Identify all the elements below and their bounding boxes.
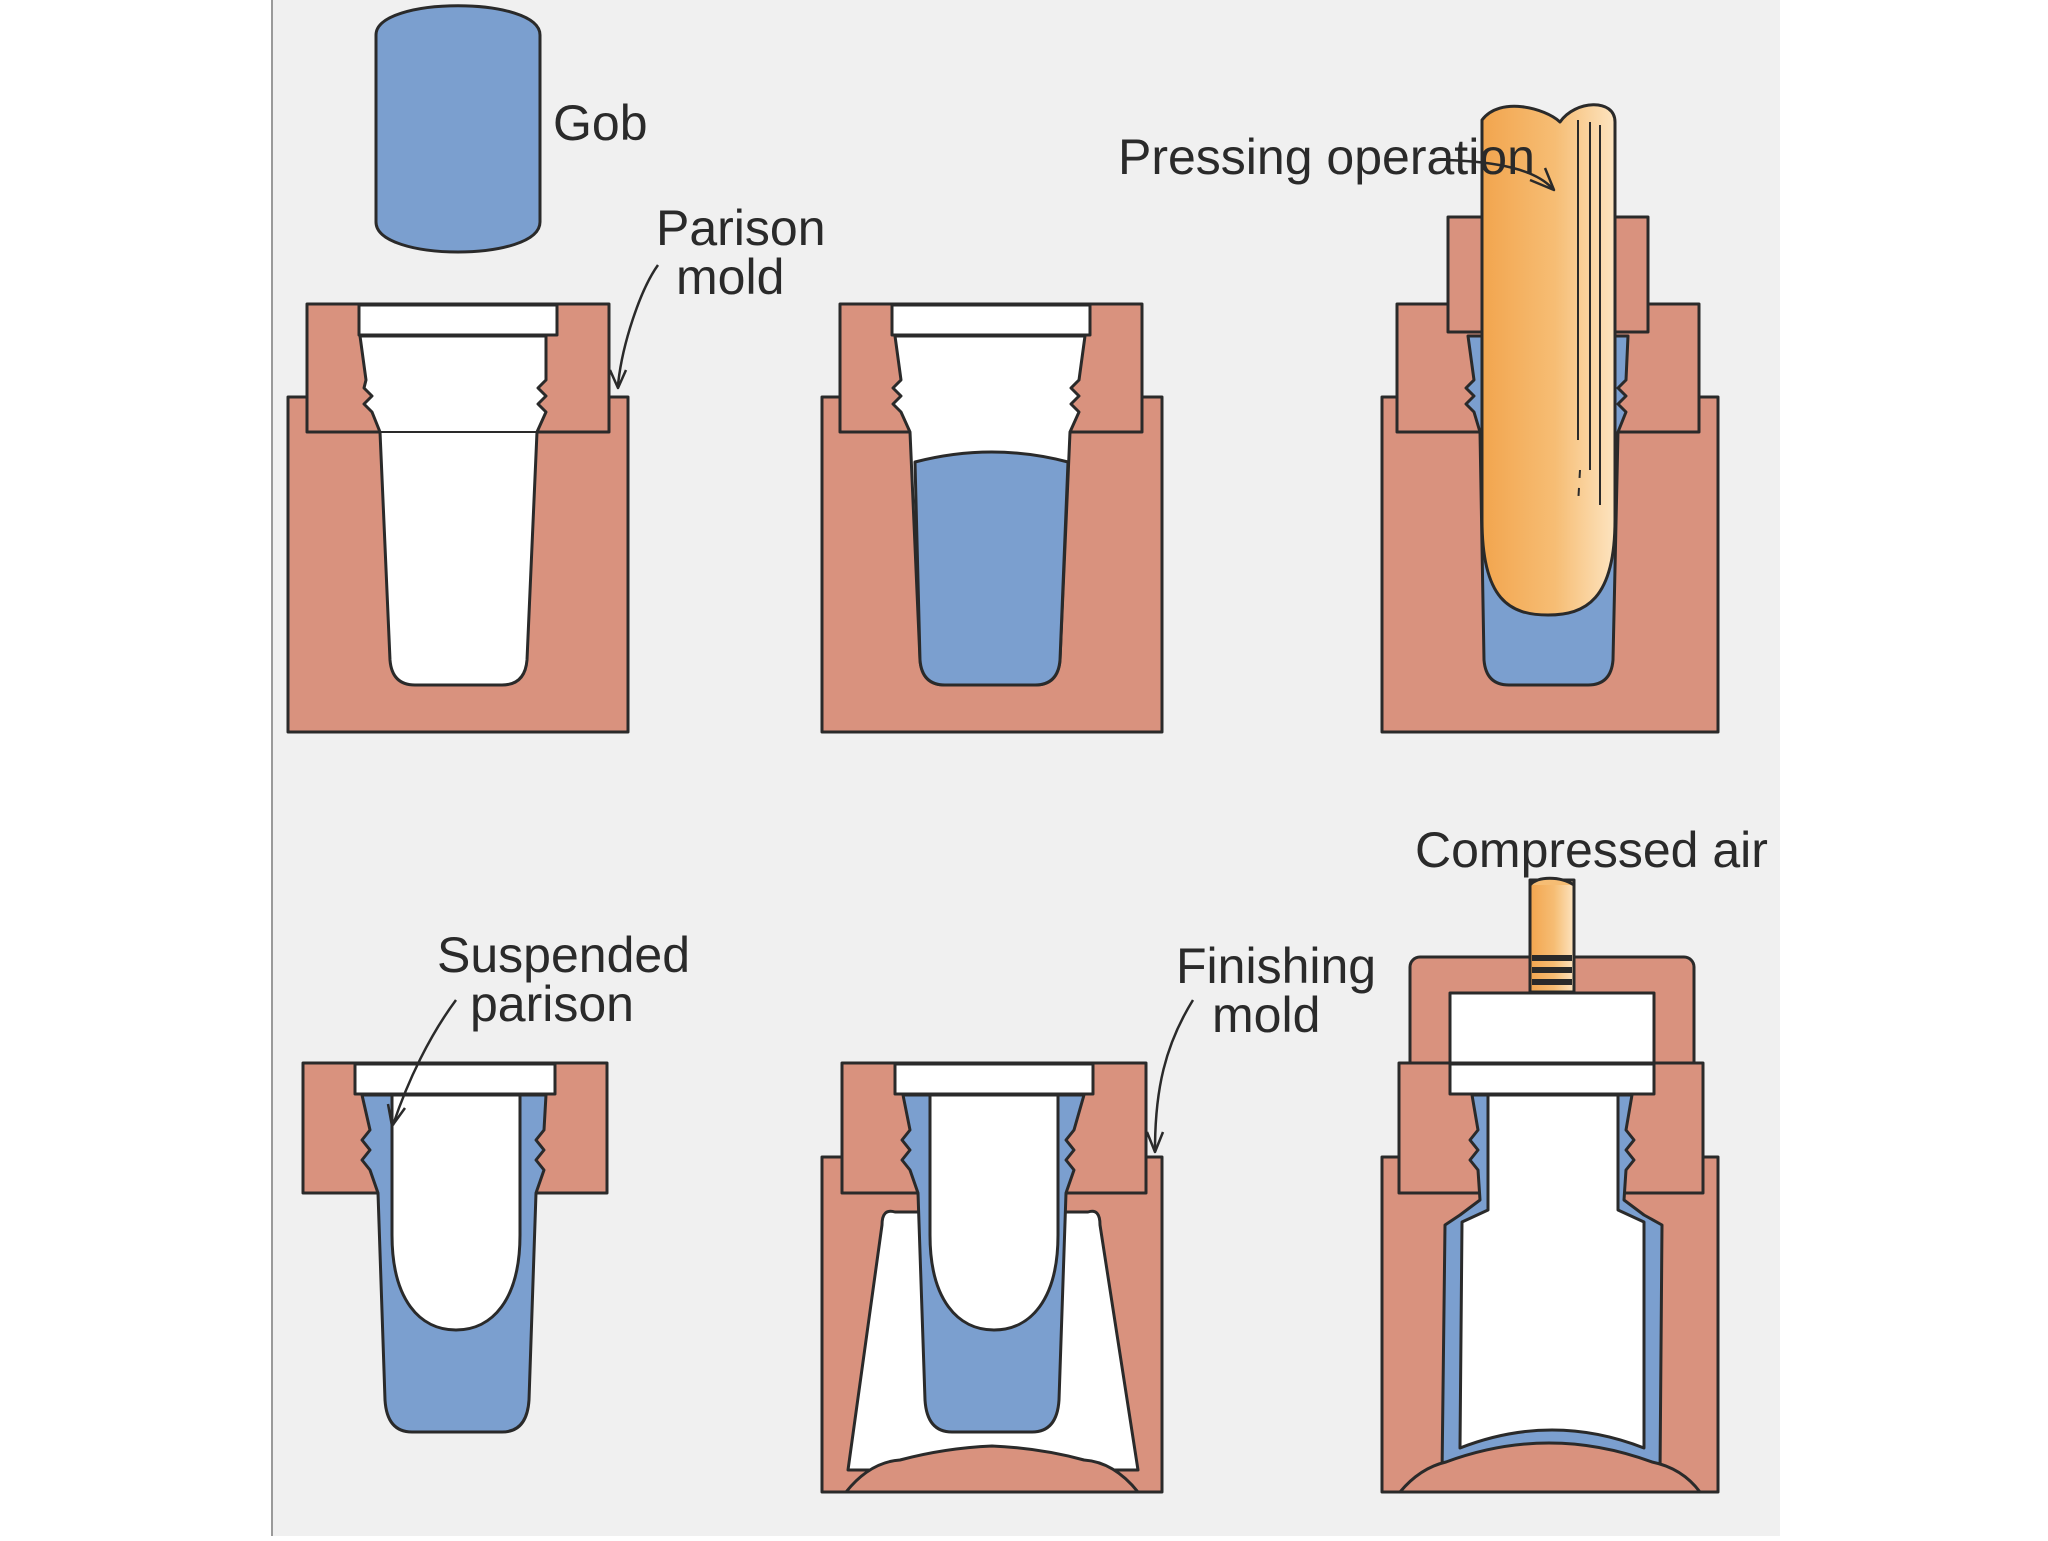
air-tube-top [1528, 876, 1575, 887]
plunger-highlight-lines [1577, 120, 1601, 506]
parison-mold-label: Parison [656, 200, 826, 256]
finishing-mold-arrow [1153, 999, 1195, 1151]
parison-inner-cavity [928, 1093, 1060, 1332]
parison-mold-cavity [358, 334, 548, 687]
gob-label: Gob [553, 95, 648, 151]
parison-mold-top-opening [357, 303, 559, 337]
step2-gob-in-mold [820, 302, 1164, 734]
finishing-mold-bottom-plate [844, 1444, 1140, 1494]
parison-mold-label: mold [676, 249, 784, 305]
step3-pressing-operation [1380, 103, 1720, 734]
step4-suspended-parison [301, 1061, 609, 1434]
finishing-mold-bottom-plate [1398, 1441, 1702, 1494]
suspended-parison-arrow [391, 999, 458, 1126]
arrowhead [386, 1103, 407, 1128]
leader-arrows [386, 158, 1556, 1154]
parison-inner-cavity [390, 1093, 522, 1332]
air-tube-threads [1532, 955, 1572, 985]
plunger [1480, 103, 1617, 617]
parison-mold-top-opening [890, 303, 1092, 337]
compressed-air-label: Compressed air [1415, 822, 1768, 878]
glass-charge [913, 450, 1070, 687]
arrowhead [608, 369, 628, 390]
arrowhead [1529, 167, 1556, 192]
pressing-operation-arrow [1447, 158, 1553, 189]
suspended-parison-label: Suspended [437, 927, 690, 983]
finishing-mold-label: Finishing [1176, 938, 1376, 994]
parison-mold-arrow [616, 264, 660, 386]
arrowhead [1145, 1131, 1165, 1154]
gob [374, 4, 542, 254]
step1-gob-into-parison-mold [286, 4, 630, 734]
pressing-operation-label: Pressing operation [1118, 129, 1535, 185]
finishing-mold-label: mold [1212, 987, 1320, 1043]
blown-bottle-interior [1458, 1093, 1646, 1450]
suspended-parison-label: parison [470, 976, 634, 1032]
labels: Gob Parison mold Pressing operation Comp… [437, 95, 1768, 1043]
air-tube [1528, 878, 1576, 994]
neck-ring-top-opening [1448, 1062, 1656, 1096]
neck-ring-top-opening [353, 1062, 557, 1096]
step6-blowing-operation [1380, 876, 1720, 1494]
step5-finishing-mold [820, 1061, 1164, 1494]
neck-ring-top-opening [893, 1062, 1095, 1096]
